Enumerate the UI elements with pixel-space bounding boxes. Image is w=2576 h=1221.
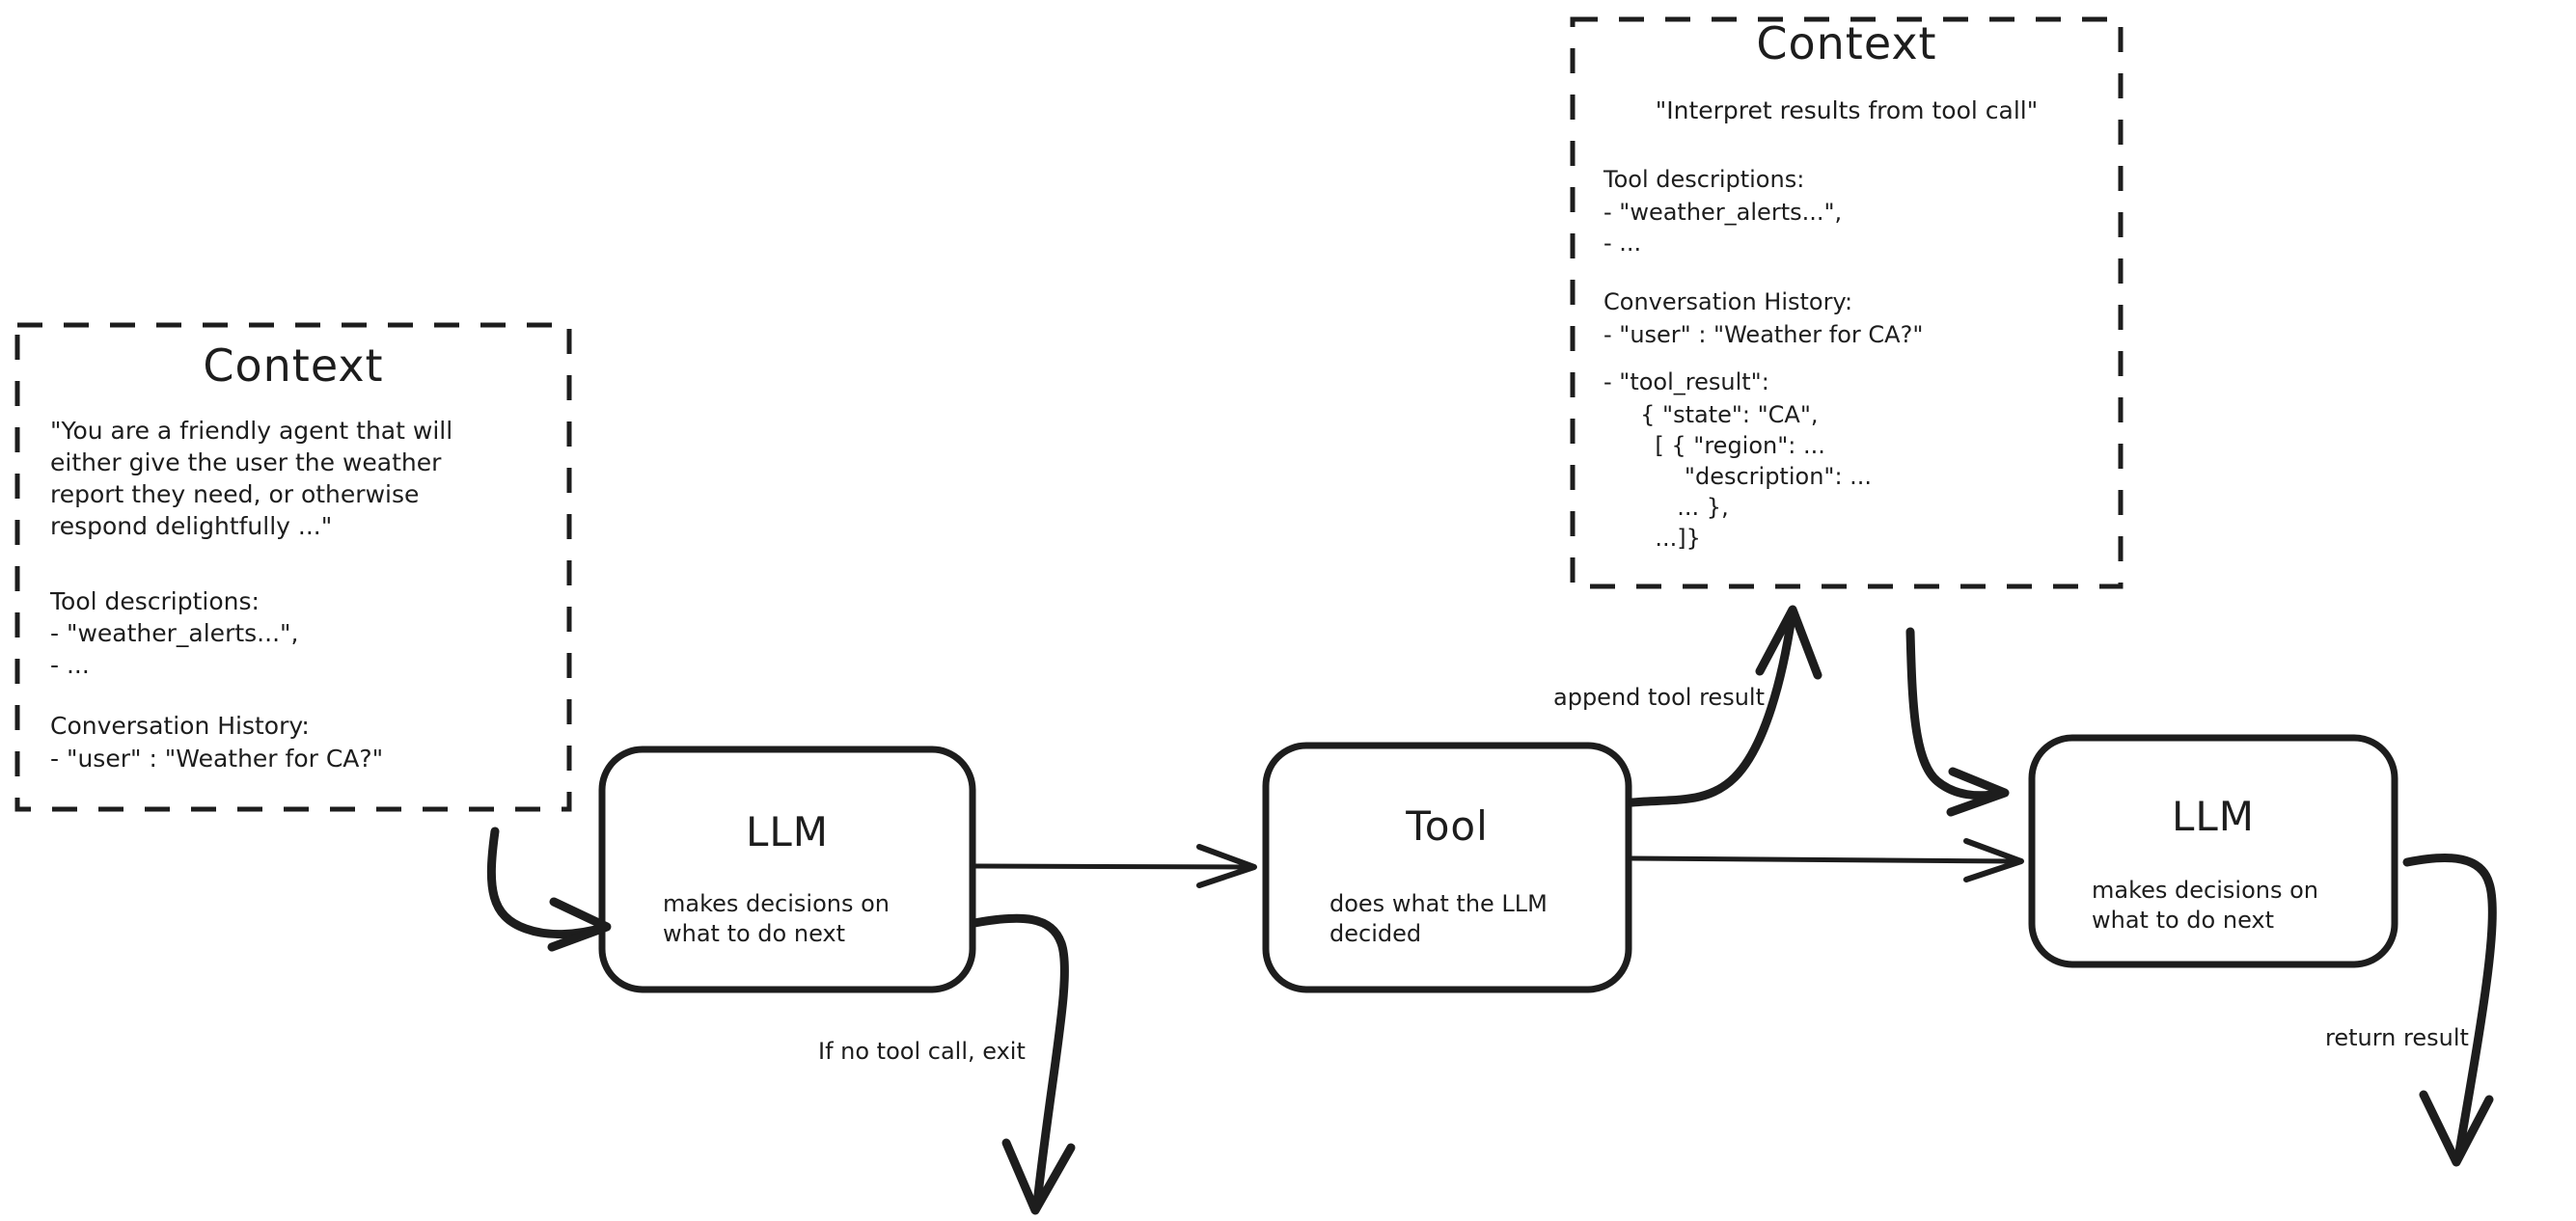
edge-llm-left-to-tool bbox=[970, 844, 1257, 888]
node-tool-border bbox=[1262, 742, 1632, 993]
edge-context-to-llm-left bbox=[486, 827, 612, 952]
node-tool-title: Tool bbox=[1406, 802, 1489, 850]
edge-tool-to-context-right bbox=[1628, 605, 1822, 807]
node-llm-right-title: LLM bbox=[2171, 793, 2256, 840]
context-right-title: Context bbox=[1756, 17, 1937, 69]
node-llm-right-subtitle: makes decisions on what to do next bbox=[2092, 877, 2318, 934]
edge-label-no-tool-call-exit: If no tool call, exit bbox=[818, 1038, 1026, 1065]
context-box-right-border bbox=[1570, 16, 2124, 589]
node-llm-left-title: LLM bbox=[745, 808, 830, 855]
context-right-tool-descriptions-heading: Tool descriptions: bbox=[1603, 166, 1805, 193]
edge-label-return-result: return result bbox=[2325, 1024, 2469, 1051]
context-right-conversation-items: - "user" : "Weather for CA?" bbox=[1603, 321, 1924, 348]
edge-llm-left-exit bbox=[970, 913, 1076, 1215]
context-right-tool-descriptions-items: - "weather_alerts...", - ... bbox=[1603, 199, 1843, 257]
node-llm-left-subtitle: makes decisions on what to do next bbox=[663, 890, 890, 947]
context-left-system-prompt: "You are a friendly agent that will eith… bbox=[50, 417, 453, 540]
edge-context-right-to-llm-right bbox=[1905, 627, 2010, 817]
context-box-left-border bbox=[14, 322, 572, 812]
context-right-tool-result-label: - "tool_result": bbox=[1603, 368, 1769, 395]
context-left-title: Context bbox=[203, 339, 384, 392]
node-tool-subtitle: does what the LLM decided bbox=[1329, 890, 1548, 947]
edge-llm-right-return bbox=[2402, 854, 2497, 1167]
context-left-tool-descriptions-items: - "weather_alerts...", - ... bbox=[50, 619, 299, 679]
context-right-tool-result-body: { "state": "CA", [ { "region": ... "desc… bbox=[1640, 401, 1873, 552]
context-left-conversation-items: - "user" : "Weather for CA?" bbox=[50, 745, 384, 773]
context-left-tool-descriptions-heading: Tool descriptions: bbox=[50, 587, 260, 615]
context-right-system-prompt: "Interpret results from tool call" bbox=[1655, 96, 2039, 124]
node-llm-left-border bbox=[598, 746, 976, 993]
edge-label-append-tool-result: append tool result bbox=[1553, 684, 1765, 711]
edge-tool-to-llm-right bbox=[1630, 838, 2024, 882]
node-llm-right-border bbox=[2028, 734, 2398, 968]
context-right-conversation-heading: Conversation History: bbox=[1603, 288, 1853, 315]
context-left-conversation-heading: Conversation History: bbox=[50, 712, 310, 740]
